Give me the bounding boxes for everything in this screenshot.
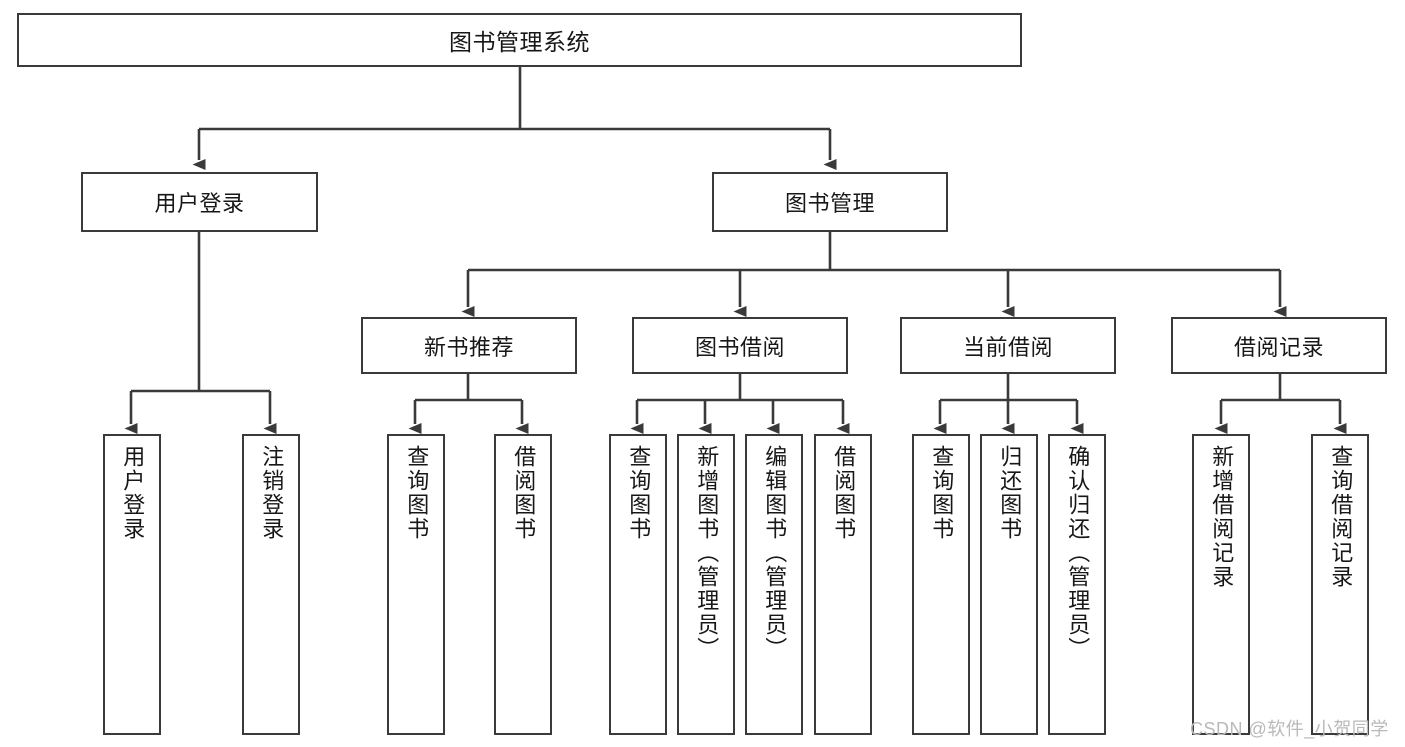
- node-leaf-query-book-2[interactable]: 查询图书: [609, 434, 667, 735]
- node-leaf-add-record[interactable]: 新增借阅记录: [1192, 434, 1250, 735]
- node-user-login[interactable]: 用户登录: [81, 172, 318, 232]
- node-new-book-recommend[interactable]: 新书推荐: [361, 317, 577, 374]
- node-label: 借阅记录: [1233, 334, 1324, 360]
- node-label: 图书借阅: [694, 334, 785, 360]
- node-current-borrow[interactable]: 当前借阅: [900, 317, 1116, 374]
- node-book-borrow[interactable]: 图书借阅: [632, 317, 848, 374]
- node-label: 查询图书: [626, 445, 652, 541]
- node-leaf-query-record[interactable]: 查询借阅记录: [1311, 434, 1369, 735]
- node-root-system[interactable]: 图书管理系统: [17, 13, 1022, 67]
- node-leaf-query-book-3[interactable]: 查询图书: [912, 434, 970, 735]
- node-book-manage[interactable]: 图书管理: [712, 172, 948, 232]
- node-label: 图书管理系统: [449, 29, 590, 55]
- node-leaf-edit-book[interactable]: 编辑图书（管理员）: [745, 434, 803, 735]
- node-leaf-borrow-book-1[interactable]: 借阅图书: [494, 434, 552, 735]
- node-label: 新书推荐: [423, 334, 514, 360]
- node-label: 用户登录: [120, 445, 146, 541]
- node-label: 注销登录: [259, 445, 285, 541]
- node-label: 用户登录: [154, 191, 245, 216]
- node-leaf-add-book[interactable]: 新增图书（管理员）: [677, 434, 735, 735]
- watermark-credit: CSDN @软件_小贺同学: [1190, 719, 1389, 739]
- node-label: 编辑图书（管理员）: [762, 445, 788, 661]
- node-label: 查询图书: [404, 445, 430, 541]
- node-leaf-user-login[interactable]: 用户登录: [103, 434, 161, 735]
- node-label: 图书管理: [784, 191, 875, 216]
- node-label: 确认归还（管理员）: [1065, 445, 1091, 661]
- node-leaf-user-logout[interactable]: 注销登录: [242, 434, 300, 735]
- node-leaf-query-book-1[interactable]: 查询图书: [387, 434, 445, 735]
- node-label: 当前借阅: [962, 334, 1053, 360]
- node-label: 查询借阅记录: [1328, 445, 1354, 589]
- node-label: 新增借阅记录: [1209, 445, 1235, 589]
- node-label: 查询图书: [929, 445, 955, 541]
- node-borrow-record[interactable]: 借阅记录: [1171, 317, 1387, 374]
- node-leaf-return-book[interactable]: 归还图书: [980, 434, 1038, 735]
- node-label: 借阅图书: [831, 445, 857, 541]
- node-label: 新增图书（管理员）: [694, 445, 720, 661]
- node-label: 借阅图书: [511, 445, 537, 541]
- node-leaf-confirm-return[interactable]: 确认归还（管理员）: [1048, 434, 1106, 735]
- node-label: 归还图书: [997, 445, 1023, 541]
- node-leaf-borrow-book-2[interactable]: 借阅图书: [814, 434, 872, 735]
